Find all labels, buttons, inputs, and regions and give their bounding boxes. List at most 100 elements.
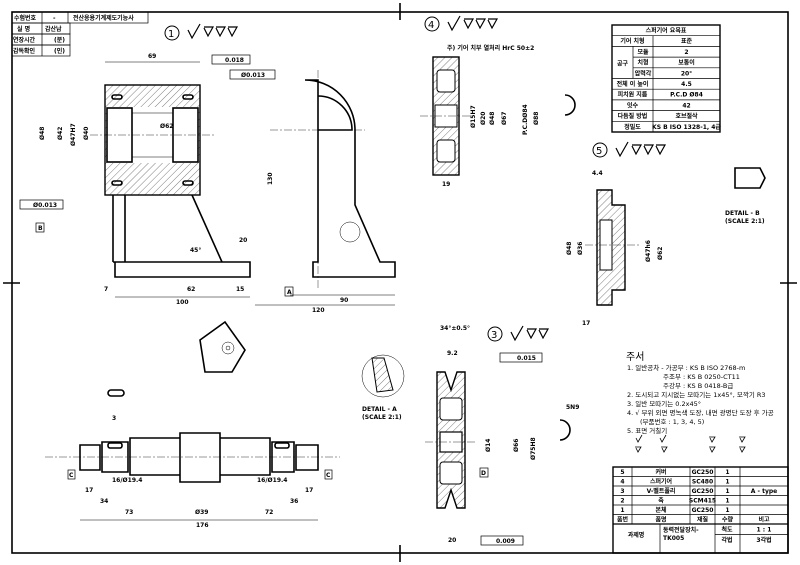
- dim-label: 69: [148, 53, 156, 60]
- table-title: 스퍼기어 요목표: [646, 27, 687, 35]
- parts-row-cell: SC480: [692, 479, 713, 486]
- surface-roughness-icon: [447, 15, 499, 32]
- note-line: 5. 표면 거칠기: [627, 426, 667, 435]
- dim-label: 7: [104, 286, 108, 293]
- body-front-view: 69 100 7 62 15 20 45° Ø48 Ø42 Ø47H7 Ø40 …: [19, 53, 276, 306]
- datum-label: A: [287, 289, 292, 296]
- extra-time-label: 연장시간: [13, 36, 36, 44]
- projection-label: 각법: [721, 536, 732, 544]
- dim-label: 20: [448, 537, 456, 544]
- tolerance-value: 0.009: [496, 538, 515, 545]
- surface-roughness-icon: [510, 325, 550, 342]
- parts-header-cell: 품명: [655, 516, 666, 524]
- view-number: 3: [491, 330, 497, 341]
- table-row-value: 4.5: [681, 81, 692, 88]
- dim-label: Ø14: [485, 439, 492, 452]
- notes-title: 주서: [626, 351, 644, 363]
- parts-header-cell: 품번: [617, 516, 628, 524]
- view4-title: 4 주) 기어 치부 열처리 HrC 50±2: [424, 15, 534, 52]
- exam-no-label: 수험번호: [14, 14, 37, 22]
- dim-label: Ø48: [489, 112, 496, 125]
- table-row-label: 잇수: [627, 101, 639, 109]
- dim-label: Ø75H8: [530, 437, 537, 460]
- v-belt-pulley-view: 34°±0.5° 9.2 Ø75H8 Ø66 Ø14 20 0.015 0.00…: [425, 325, 579, 546]
- table-row-label: 기어 치형: [620, 37, 644, 45]
- parts-row-cell: 1: [725, 507, 729, 514]
- dim-label: Ø40: [83, 127, 90, 140]
- table-row-value: 표준: [681, 37, 693, 45]
- detail-b-label: DETAIL - B: [725, 210, 760, 217]
- center-marks: [3, 3, 797, 562]
- notes: 주서 1. 일반공차 - 가공부 : KS B ISO 2768-m 주조부 :…: [626, 351, 774, 453]
- dim-label: Ø39: [195, 509, 208, 516]
- name-label: 실 명: [17, 25, 30, 33]
- tolerance-value: 0.015: [517, 355, 536, 362]
- tolerance-value: 0.018: [225, 57, 244, 64]
- view-number: 5: [596, 146, 602, 157]
- table-row-value: 보통이: [678, 59, 695, 67]
- dim-label: Ø67: [501, 112, 508, 125]
- view-number: 1: [168, 29, 174, 40]
- detail-a-label: DETAIL - A: [362, 406, 397, 413]
- dim-label: 17: [305, 487, 313, 494]
- project-name: TK005: [663, 535, 684, 542]
- shaft-view: 176 17 34 73 Ø39 72 36 17 16/Ø19.4 16/Ø1…: [45, 389, 340, 529]
- dim-label: 15: [236, 286, 244, 293]
- dim-label: Ø20: [480, 112, 487, 125]
- dim-label: 36: [290, 498, 298, 505]
- dim-label: 100: [176, 299, 189, 306]
- dim-label: 120: [312, 307, 325, 314]
- table-group-label: 공구: [617, 59, 629, 67]
- rib-section-view: [199, 320, 246, 373]
- table-row-value: KS B ISO 1328-1, 4급: [652, 123, 721, 131]
- exam-title: 전산응용기계제도기능사: [73, 14, 134, 22]
- parts-row-cell: V-벨트풀리: [647, 487, 676, 495]
- dim-label: 17: [582, 320, 590, 327]
- parts-row-cell: A - type: [751, 488, 777, 495]
- dim-label: 130: [267, 172, 274, 185]
- dim-label: Ø36: [577, 242, 584, 255]
- detail-a-scale: (SCALE 2:1): [362, 414, 402, 421]
- view3-title: 3: [487, 325, 550, 342]
- view5-title: 5: [592, 141, 667, 158]
- tolerance-value: Ø0.013: [33, 202, 57, 209]
- dim-label: 72: [265, 509, 273, 516]
- extra-time-value: (분): [54, 36, 65, 44]
- datum-label: D: [481, 470, 486, 477]
- surface-roughness-icon: [187, 23, 239, 40]
- parts-header-cell: 수량: [722, 516, 734, 524]
- dim-label: 20: [239, 237, 247, 244]
- dim-label: 5N9: [566, 404, 579, 411]
- parts-row-cell: GC250: [692, 469, 714, 476]
- parts-row-cell: 5: [620, 469, 624, 476]
- dim-label: P.C.DØ84: [522, 104, 529, 135]
- supervisor-label: 감독확인: [13, 47, 36, 55]
- dim-label: 17: [85, 487, 93, 494]
- note-line: 2. 도시되고 지시없는 모따기는 1x45°, 모깍기 R3: [627, 390, 766, 399]
- parts-row-cell: GC250: [692, 488, 714, 495]
- note-line: 1. 일반공차 - 가공부 : KS B ISO 2768-m: [627, 363, 745, 372]
- project-label: 과제명: [628, 531, 645, 539]
- surface-roughness-legend-icon: [635, 434, 746, 453]
- spur-gear-view: Ø88 P.C.DØ84 Ø67 Ø48 Ø20 Ø15H7 19: [420, 56, 576, 188]
- table-row-value: 42: [682, 102, 690, 109]
- dim-label: Ø15H7: [470, 105, 477, 128]
- table-row-label: 다듬질 방법: [618, 112, 648, 120]
- dim-label: Ø62: [160, 123, 173, 130]
- dim-label: Ø88: [533, 112, 540, 125]
- name-value: 감산남: [45, 25, 62, 33]
- dim-label: Ø47H7: [70, 123, 77, 146]
- dim-label: 3: [112, 415, 116, 422]
- table-row-label: 모듈: [637, 48, 649, 56]
- parts-row-cell: 1: [725, 498, 729, 505]
- note-line: 4. √ 부위 외면 명녹색 도장, 내면 광명단 도장 후 가공: [627, 408, 774, 417]
- surface-roughness-icon: [615, 141, 667, 158]
- scale-value: 1 : 1: [757, 527, 772, 534]
- parts-row-cell: 2: [620, 498, 624, 505]
- dim-label: 176: [196, 522, 209, 529]
- table-row-value: 호브절삭: [675, 112, 698, 120]
- dim-label: 34: [100, 498, 108, 505]
- note-line: (부품번호 : 1, 3, 4, 5): [640, 417, 704, 426]
